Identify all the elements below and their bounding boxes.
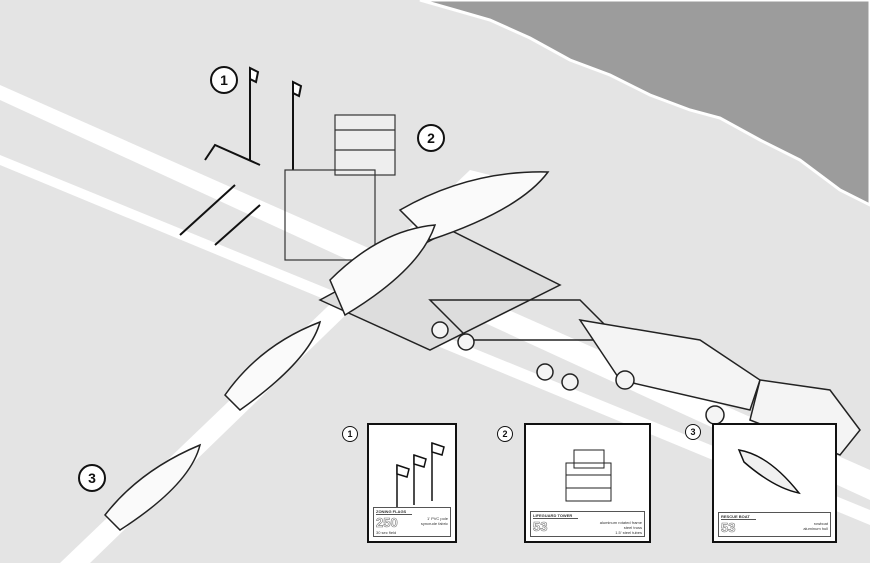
inset-details: aluminum rotated frame steel truss 1.5' … xyxy=(599,520,642,535)
callout-3: 3 xyxy=(78,464,106,492)
inset-rescue-boat: RESCUE BOAT 53 rowboat aluminum hull xyxy=(712,423,837,543)
inset-title: LIFEGUARD TOWER xyxy=(533,513,579,519)
water-area xyxy=(419,0,870,207)
inset-title: ZONING FLAGS xyxy=(376,509,413,515)
inset-details: 1' PVC pole syncrude fabric xyxy=(420,516,448,526)
inset-note: 30 sec field xyxy=(376,530,397,535)
inset-number: 53 xyxy=(533,519,548,534)
lifeguard-tower xyxy=(284,114,396,261)
inset-zoning-flags: ZONING FLAGS 250 1' PVC pole syncrude fa… xyxy=(367,423,457,543)
inset-callout-2: 2 xyxy=(497,426,513,442)
inset-lifeguard-tower: LIFEGUARD TOWER 53 aluminum rotated fram… xyxy=(524,423,651,543)
lifeguard-tower-drawing xyxy=(565,449,612,502)
zoning-flags-label: ZONING FLAGS 250 1' PVC pole syncrude fa… xyxy=(373,507,451,537)
inset-title: RESCUE BOAT xyxy=(721,514,756,520)
inset-number: 53 xyxy=(721,520,736,535)
inset-details: rowboat aluminum hull xyxy=(803,521,828,531)
inset-callout-3: 3 xyxy=(685,424,701,440)
zoning-flags xyxy=(179,66,303,246)
rescue-boat-drawing xyxy=(737,449,801,495)
inset-number: 250 xyxy=(376,515,398,530)
rescue-boats xyxy=(104,171,550,531)
rescue-boat-label: RESCUE BOAT 53 rowboat aluminum hull xyxy=(718,512,831,537)
lifeguard-tower-label: LIFEGUARD TOWER 53 aluminum rotated fram… xyxy=(530,511,645,537)
callout-2: 2 xyxy=(417,124,445,152)
zoning-flags-drawing xyxy=(396,441,445,507)
callout-1: 1 xyxy=(210,66,238,94)
inset-callout-1: 1 xyxy=(342,426,358,442)
